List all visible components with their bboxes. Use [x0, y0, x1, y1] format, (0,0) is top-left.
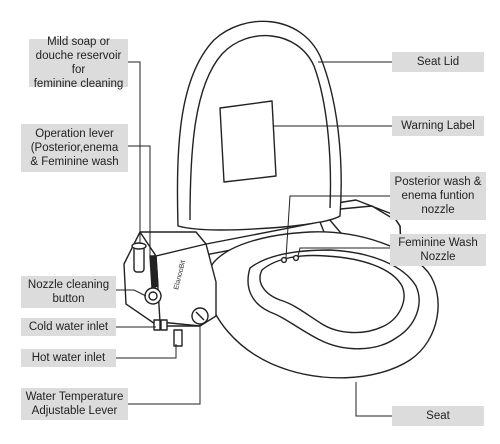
label-feminine-wash: Feminine Wash Nozzle — [390, 234, 486, 266]
control-unit — [123, 231, 217, 327]
operation-lever-shape — [149, 255, 159, 289]
label-nozzle-cleaning: Nozzle cleaning button — [21, 276, 116, 308]
warning-label-rect — [219, 100, 277, 183]
label-mild-soap: Mild soap or douche reservoir for femini… — [29, 36, 128, 90]
hot-inlet-pipe — [173, 329, 183, 347]
cold-inlet-pipe — [153, 319, 161, 331]
label-seat-lid: Seat Lid — [392, 52, 484, 72]
soap-reservoir — [133, 245, 145, 273]
label-operation-lever: Operation lever (Posterior,enema & Femin… — [21, 124, 128, 172]
label-warning: Warning Label — [392, 116, 484, 136]
label-posterior-wash: Posterior wash & enema funtion nozzle — [390, 172, 486, 220]
label-cold-water: Cold water inlet — [21, 318, 116, 336]
label-hot-water: Hot water inlet — [21, 349, 116, 367]
label-seat: Seat — [392, 406, 484, 426]
seat-opening — [259, 254, 405, 334]
label-water-temperature: Water Temperature Adjustable Lever — [21, 388, 128, 420]
